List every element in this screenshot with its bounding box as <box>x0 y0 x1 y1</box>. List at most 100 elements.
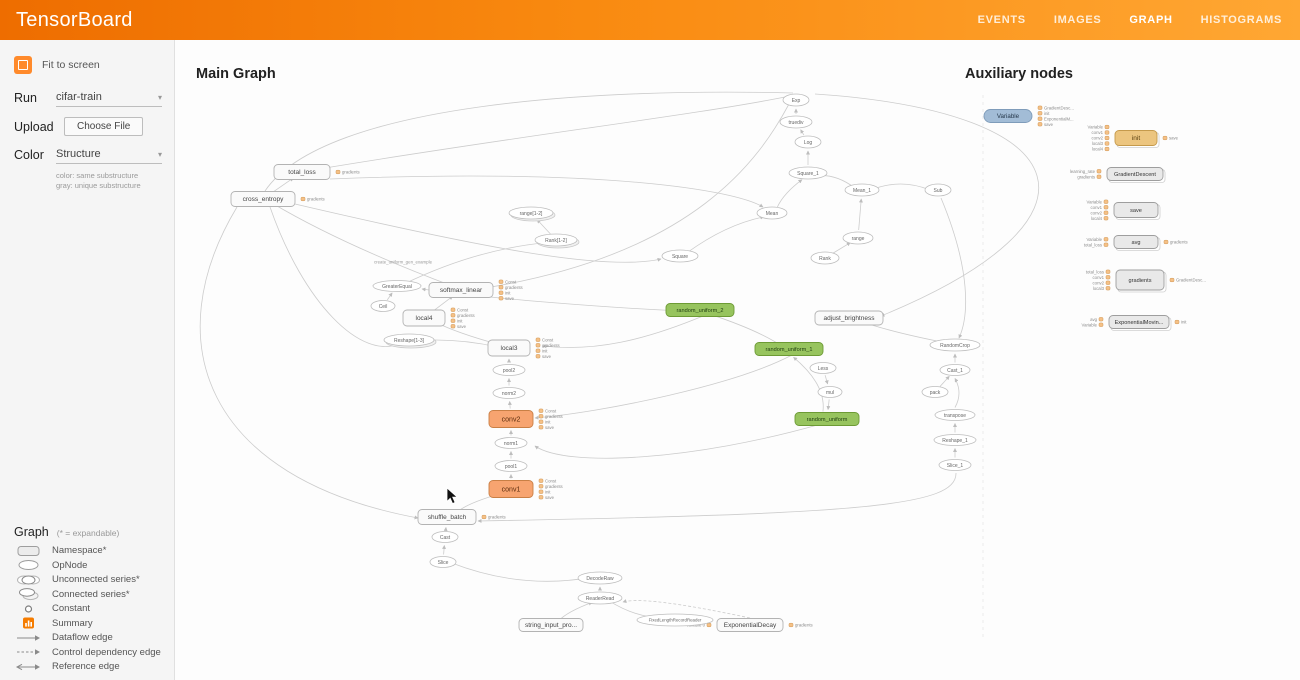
node-random_crop[interactable]: RandomCrop <box>929 338 981 352</box>
node-range12[interactable]: range[1-2] <box>508 206 556 222</box>
node-rank12[interactable]: Rank[1-2] <box>534 233 580 249</box>
node-random_uniform_2[interactable]: random_uniform_2 <box>665 303 735 317</box>
node-label: ExponentialDecay <box>724 622 777 629</box>
color-hint-1: color: same substructure <box>56 171 139 180</box>
svg-text:Const: Const <box>542 337 554 342</box>
dataflow-edge-icon <box>14 631 43 645</box>
run-value[interactable]: cifar-train <box>56 91 102 103</box>
main-graph-title: Main Graph <box>196 66 276 82</box>
legend-item-dataflow-edge: Dataflow edge <box>14 631 162 646</box>
node-label: total_loss <box>288 169 316 176</box>
node-label: ExponentialMovin... <box>1115 320 1164 326</box>
node-string_input[interactable]: string_input_pro... <box>518 618 584 632</box>
node-random_uniform[interactable]: random_uniform <box>794 412 860 426</box>
svg-text:local4: local4 <box>1091 216 1103 221</box>
node-pack[interactable]: pack <box>921 386 949 398</box>
legend-item-opnode: OpNode <box>14 558 162 573</box>
color-value[interactable]: Structure <box>56 148 101 160</box>
svg-text:Variable: Variable <box>1087 237 1103 242</box>
node-norm2[interactable]: norm2 <box>492 387 526 399</box>
node-rank_t[interactable]: Rank <box>810 251 840 265</box>
node-ceil[interactable]: Ceil <box>370 300 396 312</box>
sidebar: Fit to screen Run cifar-train ▾ Upload C… <box>0 40 175 680</box>
node-label: Sub <box>934 188 943 194</box>
opnode-icon <box>14 558 43 572</box>
svg-text:conv1: conv1 <box>1091 205 1103 210</box>
node-cast_1[interactable]: Cast_1 <box>939 364 971 376</box>
node-square[interactable]: Square <box>661 249 699 263</box>
color-dropdown[interactable]: Structure ▾ <box>56 146 162 164</box>
node-slice[interactable]: Slice <box>429 556 457 568</box>
node-label: mul <box>826 390 834 396</box>
node-greater_equal[interactable]: GreaterEqual <box>372 280 422 292</box>
node-less[interactable]: Less <box>809 362 837 374</box>
node-reader_read[interactable]: ReaderRead <box>577 591 623 605</box>
node-transpose[interactable]: transpose <box>934 409 976 421</box>
node-label: string_input_pro... <box>525 622 577 629</box>
fit-to-screen-icon[interactable] <box>14 56 32 74</box>
node-mean[interactable]: Mean <box>756 206 788 220</box>
nav-images[interactable]: IMAGES <box>1053 14 1102 26</box>
svg-text:GradientDesc...: GradientDesc... <box>1044 105 1074 110</box>
svg-text:save: save <box>542 354 552 359</box>
svg-text:Const: Const <box>545 478 557 483</box>
svg-text:Const: Const <box>505 279 517 284</box>
nav-events[interactable]: EVENTS <box>977 14 1026 26</box>
legend-item-unconnected-series: Unconnected series* <box>14 573 162 588</box>
node-range_t[interactable]: range <box>842 231 874 245</box>
node-sub[interactable]: Sub <box>924 183 952 197</box>
node-decode_raw[interactable]: DecodeRaw <box>577 571 623 585</box>
node-label: GradientDescent <box>1114 172 1156 178</box>
node-square_1[interactable]: Square_1 <box>788 166 828 180</box>
nav-graph[interactable]: GRAPH <box>1129 14 1173 26</box>
node-log[interactable]: Log <box>794 135 822 149</box>
node-random_uniform_1[interactable]: random_uniform_1 <box>754 342 824 356</box>
node-pool2[interactable]: pool2 <box>492 364 526 376</box>
node-label: RandomCrop <box>940 343 970 349</box>
content: Fit to screen Run cifar-train ▾ Upload C… <box>0 40 1300 680</box>
node-mean_1[interactable]: Mean_1 <box>844 183 880 197</box>
node-slice_1[interactable]: Slice_1 <box>938 459 972 471</box>
node-gen_label[interactable]: create_uniform_gen_example <box>374 260 433 265</box>
fit-to-screen-label[interactable]: Fit to screen <box>42 59 100 71</box>
node-cast[interactable]: Cast <box>431 531 459 543</box>
node-truediv[interactable]: truediv <box>779 115 813 129</box>
node-variable[interactable]: VariableGradientDesc...initExponentialM.… <box>983 105 1074 127</box>
choose-file-button[interactable]: Choose File <box>64 117 144 136</box>
svg-text:init: init <box>1181 320 1187 325</box>
node-fixed_length[interactable]: FixedLengthRecordReader <box>636 613 714 627</box>
constant-icon <box>14 602 43 616</box>
nav-histograms[interactable]: HISTOGRAMS <box>1200 14 1282 26</box>
node-pool1[interactable]: pool1 <box>494 460 528 472</box>
node-reshape_1[interactable]: Reshape_1 <box>933 434 977 446</box>
svg-text:learning_rate: learning_rate <box>1070 169 1096 174</box>
run-dropdown[interactable]: cifar-train ▾ <box>56 89 162 107</box>
node-adjust_brightness[interactable]: adjust_brightness <box>814 310 884 326</box>
node-label: save <box>1130 208 1142 214</box>
svg-text:Const: Const <box>545 408 557 413</box>
node-label: Exp <box>792 98 801 104</box>
svg-text:init: init <box>545 489 551 494</box>
fit-to-screen-button[interactable]: Fit to screen <box>0 48 174 84</box>
legend-item-connected-series: Connected series* <box>14 587 162 602</box>
node-exp[interactable]: Exp <box>782 93 810 107</box>
node-mul[interactable]: mul <box>817 386 843 398</box>
node-norm1[interactable]: norm1 <box>494 437 528 449</box>
node-reshape13[interactable]: Reshape[1-3] <box>383 333 437 349</box>
